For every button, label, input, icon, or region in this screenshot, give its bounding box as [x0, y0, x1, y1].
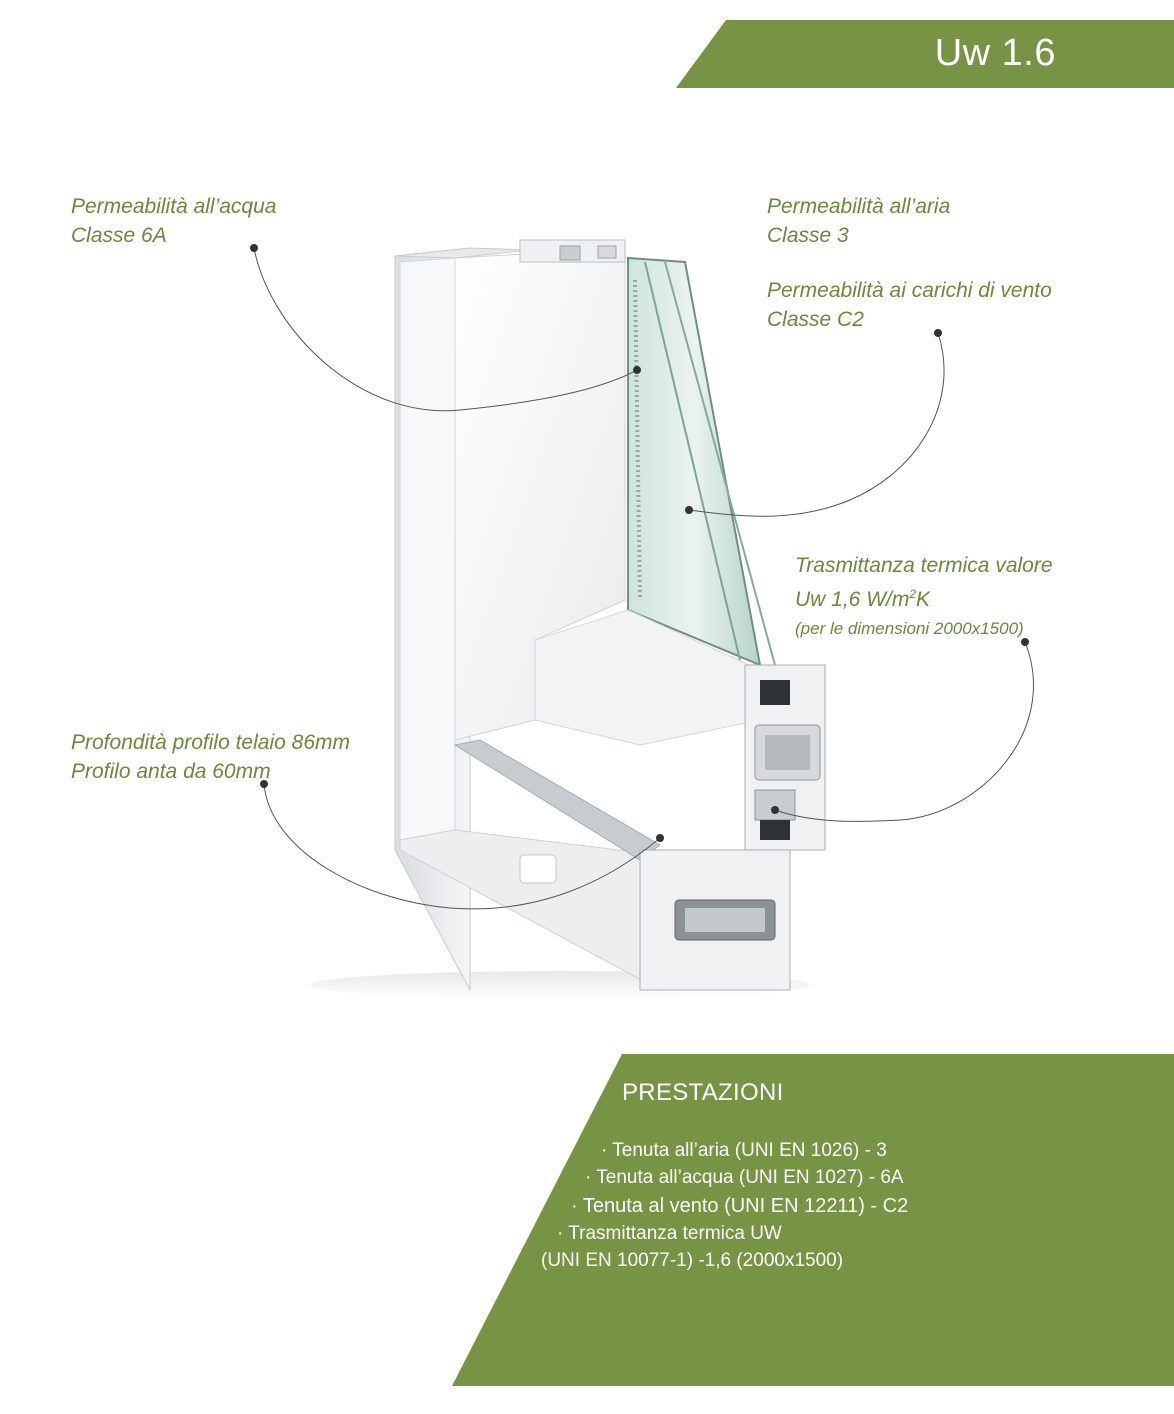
label-wind-permeability: Permeabilità ai carichi di vento Classe …: [767, 276, 1052, 334]
drip-rail: [453, 739, 661, 861]
label-water-line1: Permeabilità all’acqua: [71, 195, 277, 218]
callout-line-water: [253, 247, 638, 412]
glass-pane: [627, 256, 762, 667]
label-thermal-line2-sup: 2: [909, 587, 917, 601]
callout-dot-thermal-end: [771, 806, 779, 814]
label-profile-line2: Profilo anta da 60mm: [71, 760, 271, 783]
label-thermal-line1: Trasmittanza termica valore: [795, 554, 1053, 577]
outer-frame-top: [394, 247, 531, 259]
callout-dot-water-end: [633, 366, 641, 374]
vertical-profile-front: [399, 257, 456, 841]
performance-item-air: · Tenuta all’aria (UNI EN 1026) - 3: [601, 1140, 887, 1161]
performance-item-thermal-standard: (UNI EN 10077-1) -1,6 (2000x1500): [541, 1250, 844, 1271]
label-thermal-line2-prefix: Uw 1,6 W/m: [795, 588, 910, 611]
label-water-line2: Classe 6A: [71, 224, 167, 247]
floor-shadow: [310, 971, 810, 999]
label-thermal-transmittance: Trasmittanza termica valore Uw 1,6 W/m2K…: [795, 551, 1053, 643]
outer-frame-side: [394, 247, 471, 991]
performance-item-water: · Tenuta all’acqua (UNI EN 1027) - 6A: [585, 1167, 904, 1188]
label-thermal-line2-suffix: K: [916, 588, 931, 611]
vertical-profile-face: [454, 247, 626, 741]
header-banner: Uw 1.6: [676, 20, 1174, 88]
label-thermal-line3: (per le dimensioni 2000x1500): [795, 619, 1024, 638]
bottom-section: [639, 849, 791, 991]
label-air-permeability: Permeabilità all’aria Classe 3: [767, 192, 950, 250]
label-wind-line1: Permeabilità ai carichi di vento: [767, 279, 1052, 302]
callout-line-profile: [263, 783, 661, 910]
callout-dot-wind-end: [685, 506, 693, 514]
performance-item-wind: · Tenuta al vento (UNI EN 12211) - C2: [571, 1195, 909, 1217]
callout-dot-profile-end: [656, 834, 664, 842]
label-thermal-line2: Uw 1,6 W/m2K: [795, 580, 1053, 614]
label-profile-line1: Profondità profilo telaio 86mm: [71, 731, 350, 754]
performance-panel: [452, 1054, 1174, 1386]
performance-item-thermal: · Trasmittanza termica UW: [557, 1223, 782, 1244]
label-profile-depth: Profondità profilo telaio 86mm Profilo a…: [71, 728, 350, 786]
label-air-line1: Permeabilità all’aria: [767, 195, 951, 218]
callout-line-thermal: [774, 641, 1034, 822]
side-section: [744, 664, 826, 851]
top-section-detail: [519, 239, 626, 263]
bottom-rail: [399, 829, 661, 991]
callout-line-wind: [688, 332, 945, 517]
sash-slope: [534, 609, 761, 746]
page-title: Uw 1.6: [934, 32, 1056, 74]
label-air-line2: Classe 3: [767, 224, 849, 247]
label-wind-line2: Classe C2: [767, 308, 864, 331]
performance-title: PRESTAZIONI: [622, 1079, 784, 1106]
label-water-permeability: Permeabilità all’acqua Classe 6A: [71, 192, 276, 250]
